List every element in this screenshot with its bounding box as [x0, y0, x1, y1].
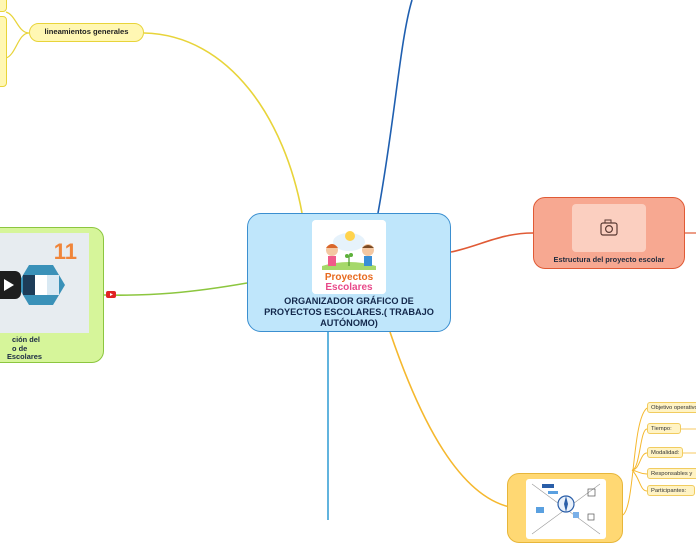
connector-subtopics — [623, 408, 647, 515]
connector-estructura — [451, 233, 533, 252]
central-topic-title: ORGANIZADOR GRÁFICO DE PROYECTOS ESCOLAR… — [256, 296, 442, 329]
proyectos-escolares-illustration: Proyectos Escolares — [312, 220, 386, 294]
video-thumbnail[interactable]: 11 — [0, 233, 89, 333]
subtopic-participantes[interactable]: Participantes: — [647, 485, 695, 496]
video-number-badge: 11 — [54, 239, 77, 265]
topic-estructura-proyecto[interactable]: Estructura del proyecto escolar — [533, 197, 685, 269]
subtopic-responsables[interactable]: Responsables y — [647, 468, 696, 479]
subtopic-modalidad[interactable]: Modalidad: — [647, 447, 683, 458]
topic-video[interactable]: 11 ción del o de Escolares — [0, 227, 104, 363]
youtube-icon[interactable] — [106, 291, 116, 298]
subtopic-objetivo-operativo[interactable]: Objetivo operativo — [647, 402, 696, 413]
connector-lineamientos-left — [6, 12, 29, 58]
proyectos-escolares-image: Proyectos Escolares — [312, 220, 386, 294]
connector-lineamientos — [144, 33, 302, 213]
connector-subtopic-tails — [681, 429, 696, 453]
connector-bottomnode — [390, 332, 515, 508]
camera-icon — [572, 204, 646, 252]
topic-estructura-label: Estructura del proyecto escolar — [534, 255, 684, 264]
connector-top — [378, 0, 412, 213]
topic-lineamientos-generales[interactable]: lineamientos generales — [29, 23, 144, 42]
topic-lineamientos-label: lineamientos generales — [30, 27, 143, 36]
image-text-escolares: Escolares — [325, 282, 373, 293]
estructura-image-placeholder — [572, 204, 646, 252]
compass-diagram-image — [508, 474, 624, 544]
video-caption: ción del o de Escolares — [0, 336, 81, 362]
central-topic[interactable]: Proyectos Escolares ORGANIZADOR GRÁFICO … — [247, 213, 451, 332]
lineamientos-child-bottom[interactable] — [0, 16, 7, 87]
connector-video — [104, 283, 247, 295]
lineamientos-child-top[interactable] — [0, 0, 7, 12]
topic-bottom-right[interactable] — [507, 473, 623, 543]
subtopic-tiempo[interactable]: Tiempo: — [647, 423, 681, 434]
play-icon[interactable] — [0, 271, 21, 299]
video-caption-line3: Escolares — [0, 353, 81, 362]
